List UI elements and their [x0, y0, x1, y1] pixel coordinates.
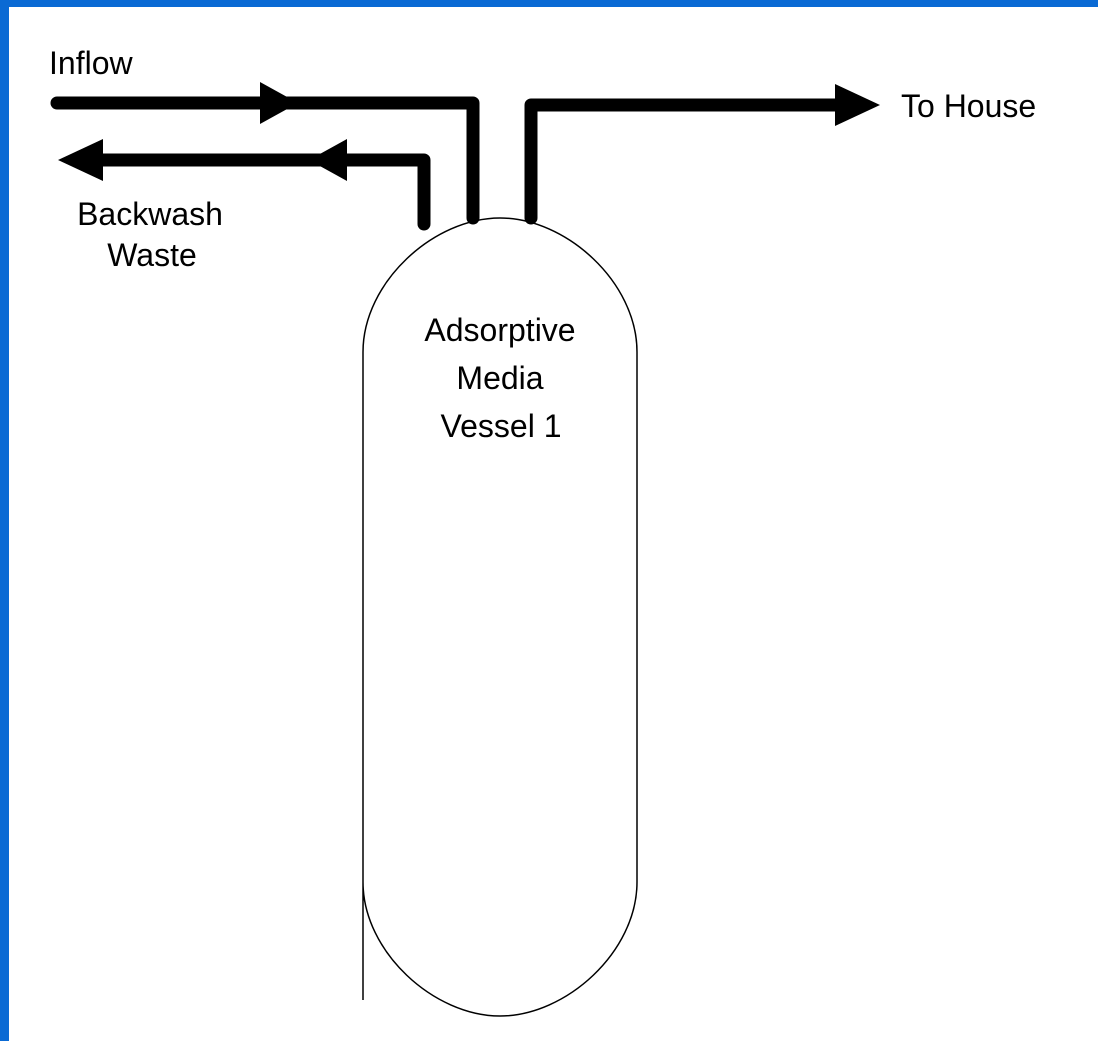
backwash-label-line1: Backwash — [77, 196, 223, 232]
backwash-pipe — [81, 153, 431, 231]
vessel-label-line2: Media — [456, 360, 543, 396]
inflow-label: Inflow — [49, 45, 133, 81]
to-house-pipe — [524, 98, 847, 225]
inflow-arrow — [260, 82, 298, 124]
vessel-label-line1: Adsorptive — [424, 312, 575, 348]
backwash-arrow-mid — [309, 139, 347, 181]
inflow-pipe — [50, 96, 480, 225]
vessel-label-line3: Vessel 1 — [441, 408, 562, 444]
to-house-label: To House — [901, 88, 1036, 124]
to-house-arrow — [835, 84, 880, 126]
backwash-arrow-end — [58, 139, 103, 181]
backwash-label-line2: Waste — [107, 237, 197, 273]
adsorptive-media-vessel — [362, 217, 638, 1017]
